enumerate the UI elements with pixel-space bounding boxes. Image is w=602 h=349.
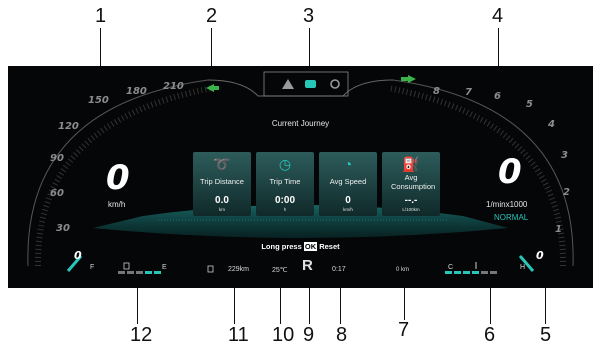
leader-line-11 [234, 280, 235, 324]
speed-scale-90: 90 [50, 153, 64, 164]
leader-line-6 [490, 280, 491, 324]
fuel-pump-icon [123, 262, 130, 270]
warning-icon[interactable] [282, 79, 294, 89]
outside-temp: 25℃ [272, 267, 288, 274]
callout-6: 6 [484, 324, 496, 346]
avg-consumption-label: Avg Consumption [391, 173, 436, 191]
callout-4: 4 [492, 5, 504, 27]
fuel-empty-label: E [162, 264, 167, 271]
fuel-gauge-bars [118, 271, 161, 274]
callout-7: 7 [398, 319, 410, 341]
clock-icon: ◷ [278, 156, 292, 172]
trip-time-label: Trip Time [269, 177, 301, 186]
temp-hot-label: H [520, 264, 526, 271]
speed-scale-150: 150 [88, 95, 109, 106]
range-fuel-icon [207, 265, 214, 273]
callout-12: 12 [130, 324, 153, 346]
speed-scale-210: 210 [163, 81, 184, 92]
trip-distance-unit: km [219, 207, 225, 212]
temp-gauge-bars [445, 271, 497, 274]
avg-speed-label: Avg Speed [329, 177, 367, 186]
leader-line-2 [211, 28, 212, 80]
callout-2: 2 [206, 5, 218, 27]
rpm-scale-4: 4 [548, 119, 555, 130]
gear-indicator: R [302, 257, 313, 274]
trip-time-card: ◷ Trip Time 0:00 h [256, 152, 314, 216]
callout-9: 9 [303, 324, 315, 346]
clock: 0:17 [332, 266, 346, 273]
rpm-scale-8: 8 [433, 86, 440, 97]
trip-time-unit: h [283, 207, 287, 212]
temp-cold-label: C [448, 264, 454, 271]
odometer: 0 km [396, 267, 410, 273]
reset-hint: Long press OK Reset [8, 242, 593, 251]
rpm-scale-5: 5 [526, 99, 533, 110]
fuel-full-label: F [90, 264, 95, 271]
avg-consumption-value: --.- [404, 195, 418, 206]
rpm-scale-0: 0 [536, 249, 544, 262]
callout-8: 8 [336, 324, 348, 346]
tachometer-needle [518, 255, 535, 272]
avg-consumption-card: ⛽ Avg Consumption --.- L/100km [382, 152, 440, 216]
avg-consumption-unit: L/100km [402, 207, 420, 212]
leader-line-1 [100, 28, 101, 76]
avg-speed-value: 0 [345, 195, 351, 206]
avg-speed-unit: km/h [343, 207, 353, 212]
leader-line-9 [309, 280, 310, 324]
consumption-icon: ⛽ [402, 156, 420, 172]
road-icon: ➰ [213, 156, 231, 172]
rpm-scale-3: 3 [561, 150, 568, 161]
callout-11: 11 [228, 324, 249, 346]
rpm-value: 0 [498, 152, 522, 192]
leader-line-10 [280, 280, 281, 324]
right-turn-signal-icon [408, 75, 416, 83]
callout-3: 3 [303, 5, 315, 27]
left-turn-signal-icon [206, 84, 214, 92]
speed-scale-0: 0 [74, 249, 82, 262]
leader-line-4 [498, 28, 499, 76]
drive-mode: NORMAL [494, 213, 529, 222]
speed-value: 0 [106, 158, 130, 198]
car-icon[interactable] [305, 80, 316, 88]
trip-distance-label: Trip Distance [200, 177, 244, 186]
callout-10: 10 [272, 324, 295, 346]
avg-speed-card: ◔ Avg Speed 0 km/h [319, 152, 377, 216]
speed-gauge-icon: ◔ [343, 156, 353, 172]
ok-key: OK [303, 242, 318, 251]
reset-prefix: Long press [261, 242, 302, 251]
speed-scale-30: 30 [56, 223, 70, 234]
speedometer-needle [66, 255, 83, 272]
callout-5: 5 [540, 324, 552, 346]
leader-line-8 [340, 280, 341, 324]
trip-time-value: 0:00 [274, 195, 295, 206]
range-value: 229km [228, 266, 250, 273]
rpm-scale-7: 7 [465, 87, 472, 98]
rpm-scale-2: 2 [563, 187, 570, 198]
rpm-scale-6: 6 [494, 91, 501, 102]
speed-unit: km/h [108, 200, 126, 209]
gear-icon[interactable] [330, 79, 340, 89]
rpm-scale-1: 1 [555, 224, 562, 235]
speed-scale-120: 120 [58, 121, 79, 132]
callout-1: 1 [95, 5, 107, 27]
top-menu-box [263, 71, 349, 97]
instrument-cluster: 0 30 60 90 120 150 180 210 0 km/h 8 7 6 … [8, 66, 593, 288]
leader-line-3 [309, 28, 310, 76]
speed-scale-180: 180 [126, 86, 147, 97]
trip-distance-value: 0.0 [215, 195, 229, 206]
reset-suffix: Reset [319, 242, 340, 251]
speed-scale-60: 60 [50, 188, 64, 199]
leader-line-12 [137, 280, 138, 324]
leader-line-7 [404, 280, 405, 320]
rpm-unit: 1/minx1000 [486, 200, 528, 209]
trip-distance-card: ➰ Trip Distance 0.0 km [193, 152, 251, 216]
trip-title: Current Journey [271, 119, 330, 128]
